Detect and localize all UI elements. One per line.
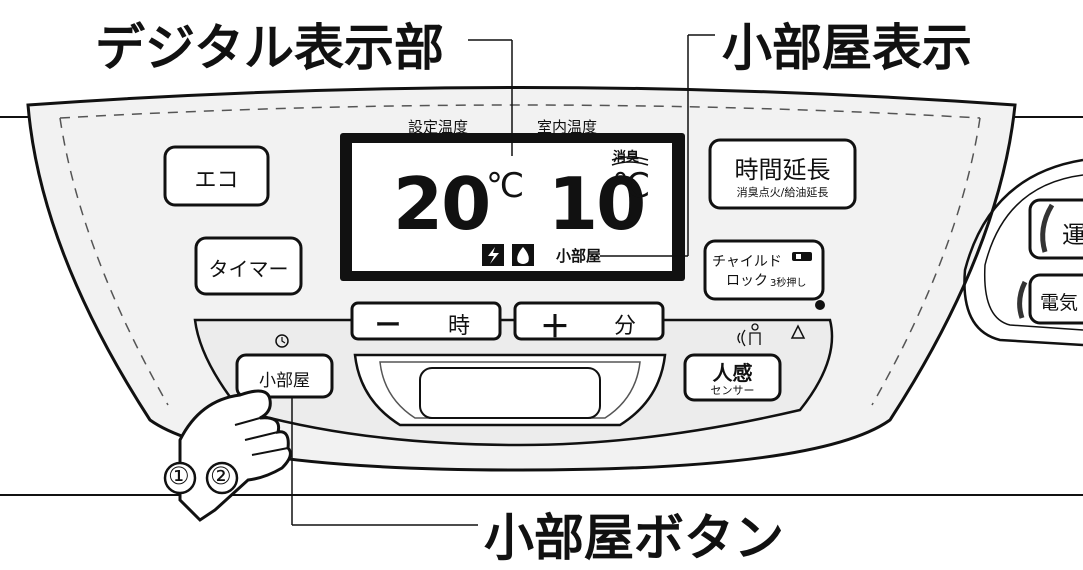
operate-button[interactable]: 運 — [1062, 221, 1083, 249]
minus-hour-button-shape — [350, 301, 502, 341]
control-panel-illustration — [0, 34, 1083, 526]
extend-button-shape — [708, 138, 857, 210]
side-panel-outer — [963, 158, 1083, 347]
sensor-wave-icon — [737, 329, 746, 347]
panel-dashed-top — [59, 104, 981, 119]
hour-label: 時 — [448, 314, 471, 339]
clock-icon — [275, 334, 289, 348]
side-panel-inner — [983, 174, 1083, 331]
room-temp-value: 10 — [548, 162, 646, 246]
set-temp-value: 20 — [393, 162, 491, 246]
key-icon-hole — [796, 254, 801, 259]
human-sensor-button[interactable]: 人感 — [712, 361, 753, 385]
clock-hands — [281, 337, 286, 344]
room-temp-label: 室内温度 — [537, 118, 598, 136]
child-lock-line2: ロック — [726, 273, 768, 289]
electric-button[interactable]: 電気 — [1040, 292, 1079, 314]
minute-label: 分 — [614, 314, 637, 339]
hand-icon — [178, 389, 292, 522]
step1-marker: ① — [168, 462, 190, 490]
deodorize-label: 消臭 — [613, 150, 640, 165]
human-sensor-sub: センサー — [710, 384, 755, 397]
step1-circle — [163, 461, 197, 495]
eco-button[interactable]: エコ — [194, 168, 239, 193]
extend-button[interactable]: 時間延長 — [734, 156, 831, 184]
hand-finger-lines — [234, 417, 289, 456]
child-lock-button[interactable]: チャイルド — [712, 254, 782, 270]
set-temp-unit: ℃ — [486, 166, 525, 206]
plus-minute-button-shape — [513, 301, 665, 341]
sensor-window-lens — [419, 367, 601, 419]
minus-button[interactable]: ー — [375, 311, 402, 341]
deodorize-wave-icon — [611, 156, 649, 166]
electric-button-shape — [1028, 273, 1083, 325]
timer-button-shape — [194, 236, 303, 296]
lightning-icon — [488, 247, 499, 264]
sensor-window-inner — [379, 361, 641, 419]
small-room-indicator: 小部屋 — [556, 247, 602, 265]
flame-icon — [517, 247, 529, 264]
set-temp-label: 設定温度 — [408, 118, 469, 136]
operate-led-mark — [1040, 203, 1055, 253]
extend-button-sub: 消臭点火/給油延長 — [736, 186, 829, 199]
indicator-lamp — [815, 300, 825, 310]
step2-marker: ② — [210, 462, 232, 490]
bell-icon — [790, 324, 806, 339]
plus-button[interactable]: ＋ — [540, 310, 570, 345]
digital-display-callout: デジタル表示部 — [95, 19, 444, 77]
small-room-button-callout: 小部屋ボタン — [484, 509, 784, 567]
small-room-button[interactable]: 小部屋 — [259, 371, 310, 391]
person-icon-body — [749, 332, 761, 345]
person-icon — [751, 323, 759, 331]
eco-button-shape — [163, 145, 270, 207]
timer-button[interactable]: タイマー — [208, 257, 289, 281]
step2-circle — [205, 461, 239, 495]
electric-led-mark — [1017, 280, 1028, 319]
room-temp-unit: ℃ — [612, 166, 651, 206]
key-icon — [792, 252, 812, 261]
human-sensor-button-shape — [683, 353, 782, 402]
small-room-display-callout: 小部屋表示 — [722, 19, 972, 77]
small-room-button-shape — [235, 353, 334, 399]
child-lock-hint: 3秒押し — [770, 278, 807, 289]
